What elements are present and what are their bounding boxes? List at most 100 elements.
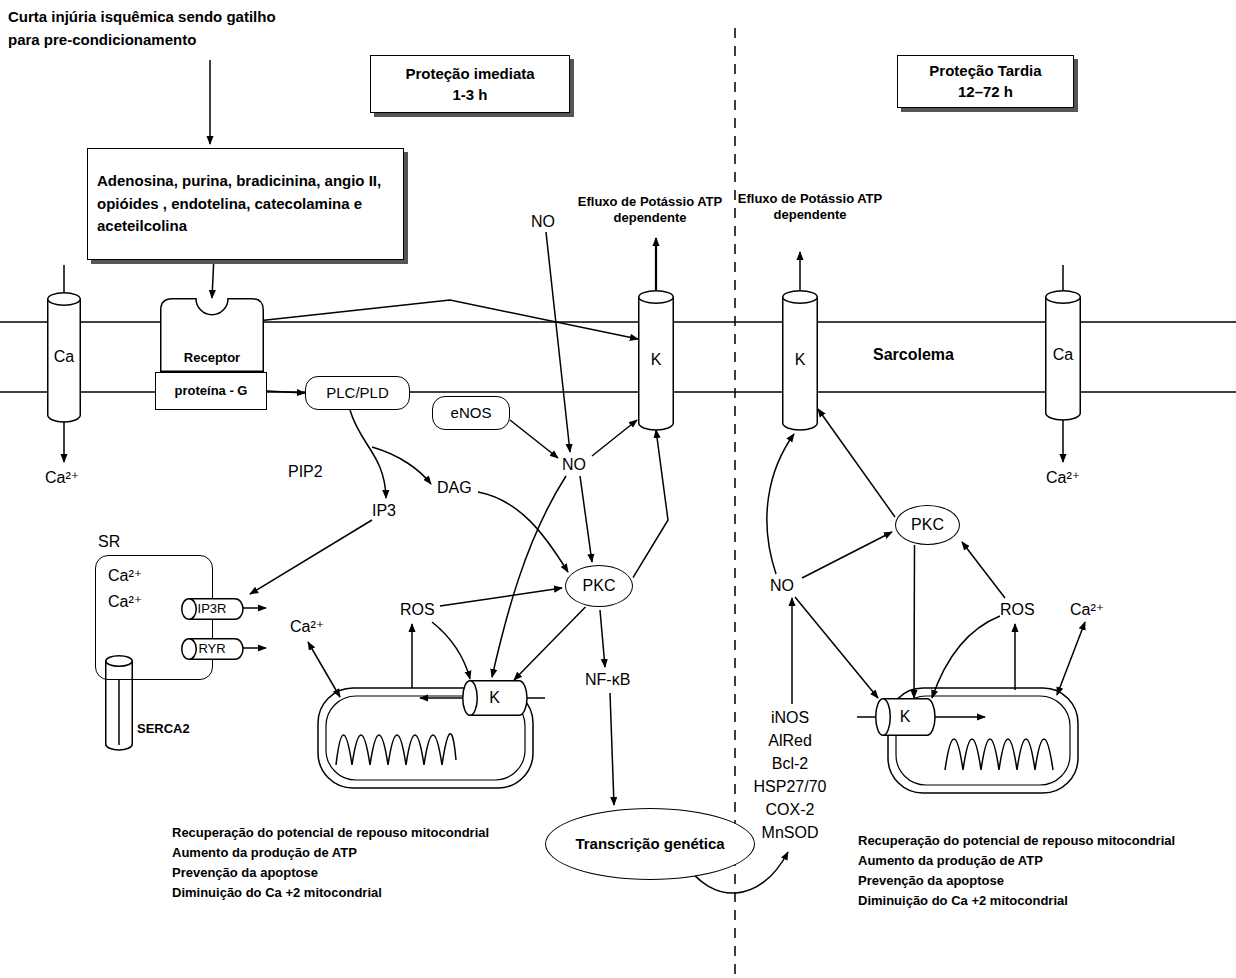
effect-item: Aumento da produção de ATP <box>858 853 1043 869</box>
effect-item: Diminuição do Ca +2 mitocondrial <box>172 885 382 901</box>
molecule-label: ROS <box>400 600 435 620</box>
arrow <box>510 420 558 458</box>
arrow <box>492 476 566 677</box>
arrow <box>799 252 801 290</box>
effect-item: Recuperação do potencial de repouso mito… <box>858 833 1175 849</box>
node-subtext: 12–72 h <box>958 82 1013 102</box>
arrow <box>546 232 570 452</box>
node-subtext: Ca²⁺ <box>108 566 142 586</box>
node-text: Transcrição genética <box>575 835 724 854</box>
node-text: RYR <box>198 641 225 657</box>
phase-box: Proteção Tardia12–72 h <box>897 55 1074 108</box>
connector-arrow <box>818 409 895 517</box>
arrow <box>791 598 793 704</box>
arrow <box>308 642 340 697</box>
arrow <box>242 607 266 609</box>
arrow <box>1014 624 1016 690</box>
cylinder-body <box>783 297 818 430</box>
ion-label: Ca²⁺ <box>1070 600 1104 620</box>
arrow <box>962 542 1005 598</box>
molecule-label: IP3 <box>372 501 396 521</box>
effect-item: Recuperação do potencial de repouso mito… <box>172 825 489 841</box>
arrow <box>63 422 65 462</box>
node-text: PKC <box>911 515 944 535</box>
channel-line <box>63 265 65 292</box>
protein-list-item: HSP27/70 <box>745 777 835 797</box>
arrow <box>802 532 892 578</box>
effect-item: Prevenção da apoptose <box>858 873 1004 889</box>
ion-channel: IP3R <box>181 598 243 620</box>
molecule-label: ROS <box>1000 600 1035 620</box>
enzyme-box: PLC/PLD <box>305 376 410 410</box>
arrow <box>478 492 568 572</box>
node-text: proteína - G <box>175 383 248 399</box>
node-text: Ca <box>1053 345 1073 365</box>
cylinder-body <box>189 599 243 620</box>
channel-line <box>857 716 875 718</box>
membrane-label: Sarcolema <box>873 345 954 365</box>
connector-arrow <box>633 430 668 578</box>
protein-list-item: Bcl-2 <box>745 754 835 774</box>
arrow <box>592 420 637 456</box>
effect-item: Aumento da produção de ATP <box>172 845 357 861</box>
ligand-box: Adenosina, purina, bradicinina, angio II… <box>87 148 404 260</box>
cylinder-end <box>106 656 133 667</box>
g-protein-box: proteína - G <box>155 372 267 410</box>
molecule-label: NO <box>770 576 794 596</box>
cylinder-end <box>639 291 674 304</box>
arrow <box>432 622 470 679</box>
arrow <box>655 238 657 290</box>
cylinder-end <box>783 291 818 304</box>
arrow <box>600 610 605 667</box>
molecule-label: NO <box>562 455 586 475</box>
ion-channel: Ca <box>1045 290 1081 420</box>
arrow <box>242 647 266 649</box>
protein-list-item: AlRed <box>745 731 835 751</box>
ion-channel: RYR <box>181 638 243 660</box>
node-text: K <box>651 350 662 370</box>
mito-channel: K <box>875 698 935 736</box>
arrow <box>250 520 372 594</box>
heading-note: Curta injúria isquêmica sendo gatilho pa… <box>8 6 308 51</box>
node-text: K <box>900 707 911 727</box>
ion-channel: K <box>782 290 818 430</box>
node-text: K <box>489 688 500 708</box>
cristae <box>945 739 1053 770</box>
kinase-ellipse: PKC <box>565 565 633 607</box>
protein-list-item: MnSOD <box>745 823 835 843</box>
cylinder-end <box>48 293 81 306</box>
cylinder-end <box>1046 291 1081 304</box>
node-text: Proteção Tardia <box>929 61 1041 81</box>
cylinder-end <box>876 699 891 736</box>
arrow <box>1057 622 1085 695</box>
node-subtext: 1-3 h <box>452 84 487 105</box>
pump-channel: SERCA2 <box>105 655 215 753</box>
effect-item: Diminuição do Ca +2 mitocondrial <box>858 893 1068 909</box>
cylinder-end <box>463 681 478 716</box>
arrow <box>610 693 614 805</box>
ion-label: Ca²⁺ <box>45 468 79 488</box>
arrow <box>795 597 878 698</box>
annotation: Efluxo de Potássio ATP dependente <box>575 194 725 227</box>
cylinder-body <box>189 639 243 660</box>
node-text: eNOS <box>451 404 492 423</box>
node-text: K <box>795 350 806 370</box>
annotation: Efluxo de Potássio ATP dependente <box>735 191 885 224</box>
arrow <box>209 60 211 144</box>
effect-item: Prevenção da apoptose <box>172 865 318 881</box>
node-subtext: Ca²⁺ <box>108 592 142 612</box>
enzyme-box: eNOS <box>432 396 510 430</box>
node-outline <box>105 655 215 753</box>
connector-arrow <box>264 300 638 339</box>
arrow <box>350 410 386 498</box>
arrow <box>1062 420 1064 462</box>
kinase-ellipse: PKC <box>895 505 960 545</box>
arrow <box>440 588 562 606</box>
cylinder-body <box>106 661 133 750</box>
receptor-outline <box>161 299 264 372</box>
ion-label: Ca²⁺ <box>1046 468 1080 488</box>
arrow <box>580 476 592 562</box>
arrow <box>420 697 462 699</box>
connector-arrow <box>514 607 585 680</box>
